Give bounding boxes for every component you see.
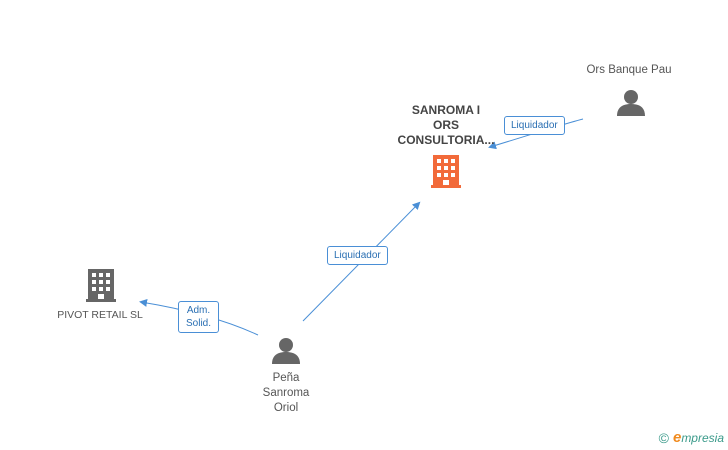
footer-brand: © empresia (659, 429, 724, 446)
company-pivot-label[interactable]: PIVOT RETAIL SL (57, 309, 143, 321)
label-line: Solid. (186, 318, 212, 329)
building-icon[interactable] (86, 269, 116, 302)
label-line: SANROMA I (411, 103, 481, 117)
company-main-label[interactable]: SANROMA I ORS CONSULTORIA... (386, 103, 506, 148)
edge-label-ors-liquidador[interactable]: Liquidador (504, 116, 565, 135)
person-ors-label[interactable]: Ors Banque Pau (586, 64, 672, 76)
label-line: Sanroma (262, 387, 310, 399)
label-line: Oriol (273, 402, 299, 414)
person-icon[interactable] (617, 90, 645, 116)
label-line: Adm. (186, 305, 211, 316)
label-line: ORS (432, 118, 459, 132)
label-line: Peña (272, 372, 300, 384)
brand-logo[interactable]: empresia (672, 429, 724, 446)
label-line: CONSULTORIA... (397, 133, 495, 147)
person-icon[interactable] (272, 338, 300, 364)
edge-label-pena-liquidador[interactable]: Liquidador (327, 246, 388, 265)
copyright-icon: © (658, 429, 669, 446)
building-icon[interactable] (431, 155, 461, 188)
person-pena-label[interactable]: Peña Sanroma Oriol (236, 371, 336, 416)
edge-label-adm-solid[interactable]: Adm. Solid. (178, 301, 220, 333)
